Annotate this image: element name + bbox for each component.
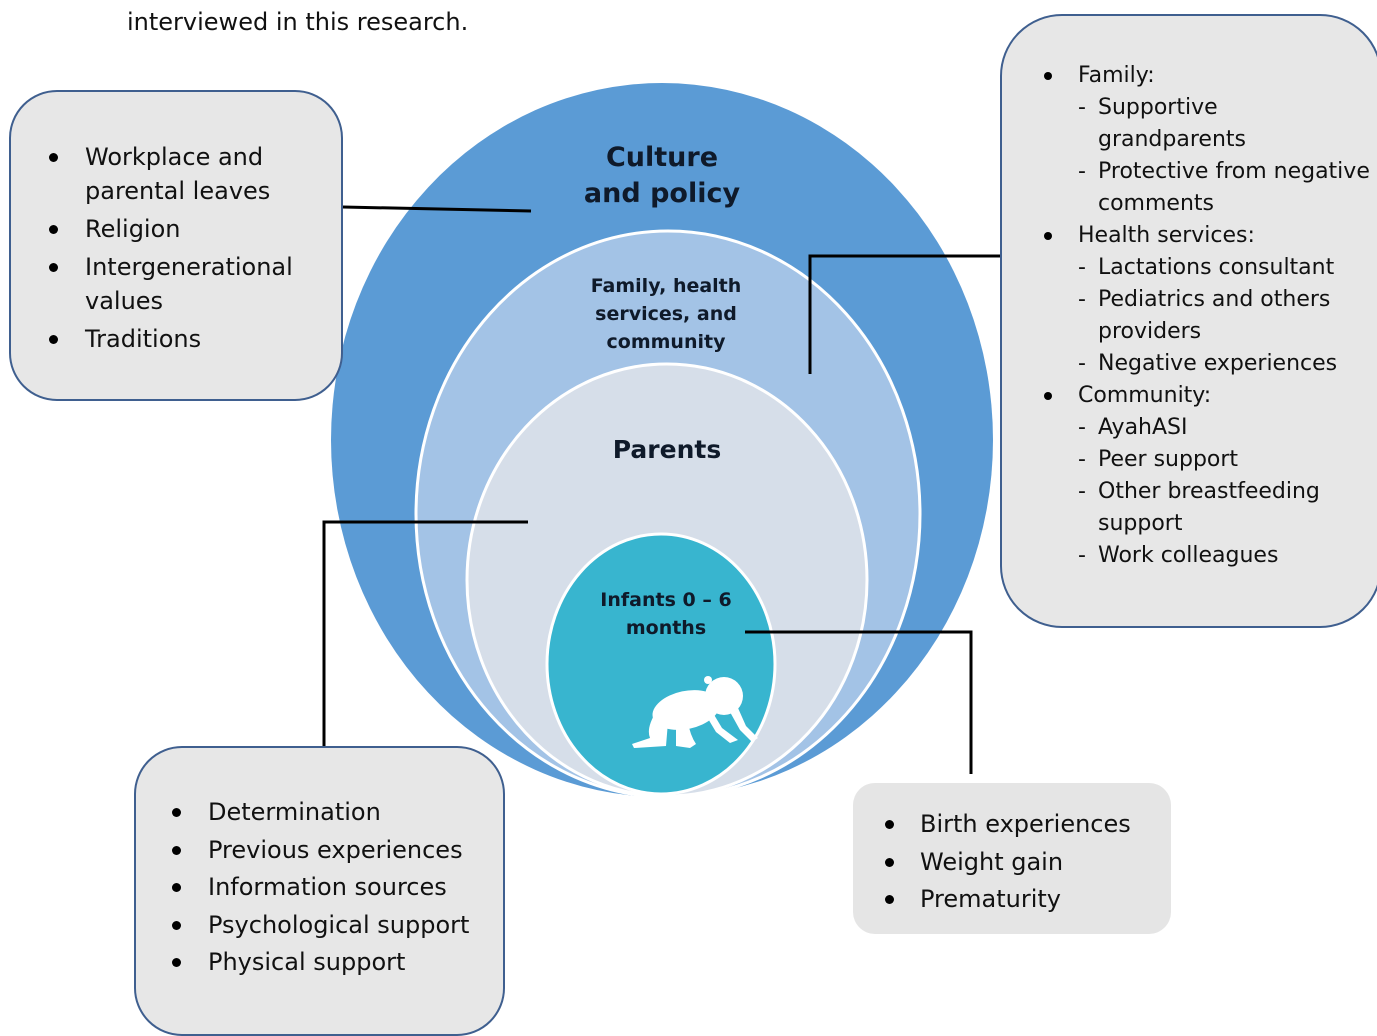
list-item: Birth experiences — [853, 806, 1161, 844]
group-label: Family: — [1078, 63, 1155, 88]
list-item: Intergenerational values — [11, 250, 331, 318]
group-label: Health services: — [1078, 223, 1255, 248]
culture-policy-box: Workplace and parental leaves Religion I… — [9, 90, 343, 401]
parents-ring-label: Parents — [612, 435, 722, 464]
list-item: Pediatrics and others providers — [1078, 284, 1372, 348]
connector-family — [808, 254, 1007, 374]
list-group: Health services: Lactations consultant P… — [1002, 220, 1372, 380]
culture-ring-label: Culture and policy — [583, 142, 741, 209]
family-ring-label: Family, health services, and community — [590, 275, 742, 353]
list-item: Work colleagues — [1078, 540, 1372, 572]
list-item: Peer support — [1078, 444, 1372, 476]
connector-lines — [322, 205, 1007, 774]
list-item: Prematurity — [853, 881, 1161, 919]
intro-text: interviewed in this research. — [127, 8, 469, 36]
connector-culture — [342, 205, 532, 213]
list-item: Protective from negative comments — [1078, 156, 1372, 220]
connector-infants — [745, 630, 973, 774]
infants-ring — [545, 532, 777, 796]
crawling-baby-icon — [632, 676, 758, 748]
list-group: Community: AyahASI Peer support Other br… — [1002, 380, 1372, 572]
connector-parents — [322, 520, 528, 746]
parents-factors-box: Determination Previous experiences Infor… — [134, 746, 505, 1036]
list-item: Information sources — [136, 869, 493, 907]
list-item: Previous experiences — [136, 832, 493, 870]
list-item: Lactations consultant — [1078, 252, 1372, 284]
list-item: Supportive grandparents — [1078, 92, 1372, 156]
list-item: AyahASI — [1078, 412, 1372, 444]
list-item: Determination — [136, 794, 493, 832]
list-item: Psychological support — [136, 907, 493, 945]
family-health-community-box: Family: Supportive grandparents Protecti… — [1000, 14, 1377, 628]
list-item: Physical support — [136, 944, 493, 982]
infants-ring-label: Infants 0 – 6 months — [600, 589, 732, 639]
infant-factors-box: Birth experiences Weight gain Prematurit… — [853, 783, 1171, 934]
list-item: Workplace and parental leaves — [11, 140, 331, 208]
list-item: Negative experiences — [1078, 348, 1372, 380]
list-item: Weight gain — [853, 844, 1161, 882]
list-item: Traditions — [11, 322, 331, 356]
group-label: Community: — [1078, 383, 1212, 408]
list-group: Family: Supportive grandparents Protecti… — [1002, 60, 1372, 220]
list-item: Religion — [11, 212, 331, 246]
list-item: Other breastfeeding support — [1078, 476, 1372, 540]
